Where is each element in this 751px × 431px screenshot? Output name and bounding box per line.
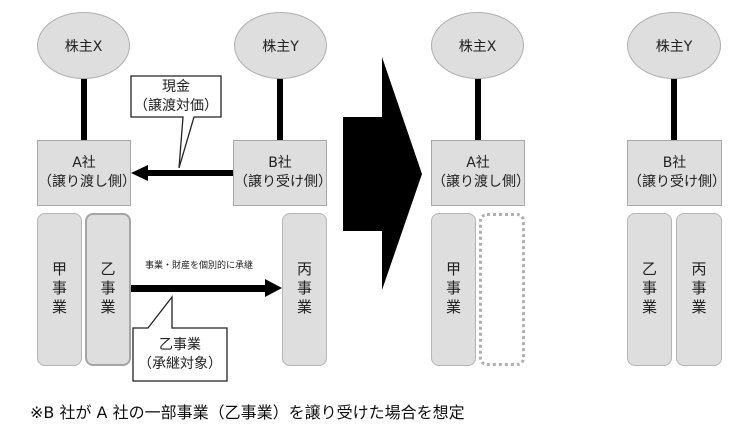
after-shareholder-y-node: 株主Y [627,12,721,79]
target-callout: 乙事業 （承継対象） [133,336,227,374]
after-shareholder-x-label: 株主X [458,38,497,55]
shareholder-x-label: 株主X [64,38,103,55]
line-after-shareholder-x-to-a [475,78,481,141]
footnote: ※B 社が A 社の一部事業（乙事業）を譲り受けた場合を想定 [30,403,465,422]
line-shareholder-y-to-b [277,78,283,141]
after-company-b-box: B社 （譲り受け側） [627,140,726,206]
company-a-box: A社 （譲り渡し側） [37,140,136,206]
after-company-a-name: A社 [466,155,490,171]
after-company-a-role: （譲り渡し側） [432,174,530,190]
transfer-arrow-shaft [131,285,267,292]
target-callout-line2: （承継対象） [138,356,222,372]
after-b-business-otsu-label: 乙事業 [640,261,658,318]
after-b-business-hei-label: 丙事業 [689,261,708,318]
business-otsu-label: 乙事業 [98,261,117,318]
shareholder-y-label: 株主Y [262,38,299,55]
cash-arrow-head [131,165,148,181]
cash-callout: 現金 （譲渡対価） [131,78,221,116]
company-b-name: B社 [268,155,292,171]
after-company-a-box: A社 （譲り渡し側） [431,140,530,206]
business-otsu-box: 乙事業 [85,213,131,366]
transfer-arrow-head [265,279,282,297]
after-company-b-role: （譲り受け側） [628,174,726,190]
after-shareholder-y-label: 株主Y [655,38,693,55]
cash-callout-shape [130,75,222,169]
line-shareholder-x-to-a [81,78,87,141]
after-shareholder-x-node: 株主X [431,12,524,79]
target-callout-shape [132,295,228,382]
cash-arrow-shaft [146,170,234,176]
business-hei-label: 丙事業 [295,261,313,318]
after-company-b-name: B社 [662,155,687,171]
after-a-business-ko-box: 甲事業 [431,213,476,366]
transfer-label: 事業・財産を個別的に承継 [145,261,254,271]
company-a-name: A社 [72,155,96,171]
business-ko-label: 甲事業 [50,261,68,318]
company-b-role: （譲り受け側） [234,174,332,190]
cash-callout-line2: （譲渡対価） [134,98,218,114]
company-b-box: B社 （譲り受け側） [233,140,332,206]
business-ko-box: 甲事業 [37,213,82,366]
after-a-business-ko-label: 甲事業 [444,261,462,318]
after-b-business-hei-box: 丙事業 [676,213,722,366]
line-after-shareholder-y-to-b [671,78,677,141]
cash-callout-line1: 現金 [162,79,190,95]
after-b-business-otsu-box: 乙事業 [627,213,672,366]
target-callout-line1: 乙事業 [159,337,201,353]
shareholder-x-node: 株主X [37,12,130,79]
shareholder-y-node: 株主Y [234,12,327,79]
after-a-removed-business-placeholder [479,213,525,366]
transition-arrow [343,57,422,290]
company-a-role: （譲り渡し側） [38,174,136,190]
business-hei-box: 丙事業 [282,213,327,366]
